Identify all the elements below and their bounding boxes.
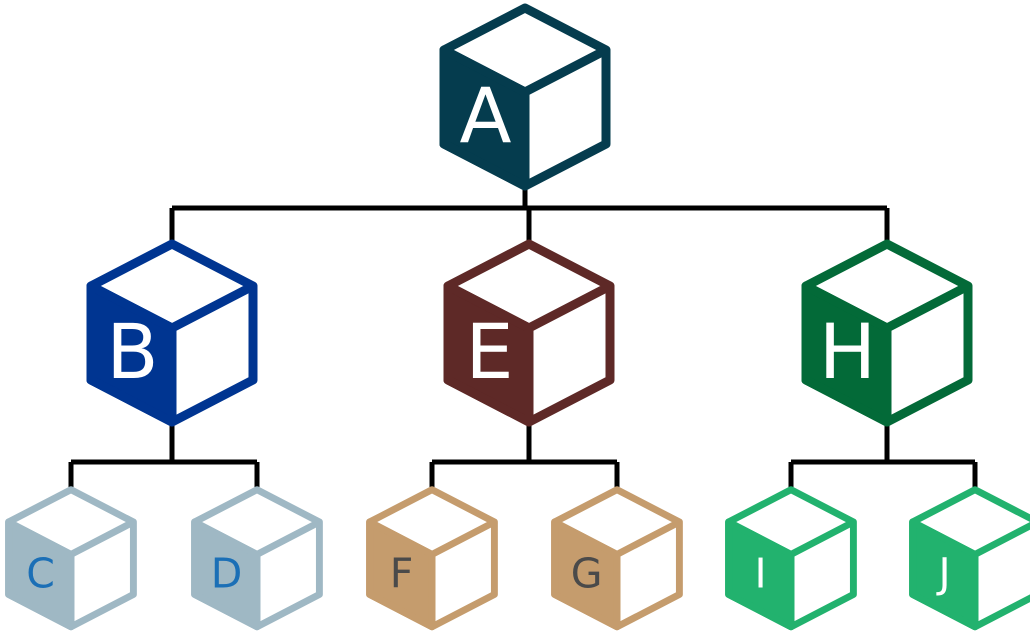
cube-node-e: E — [443, 239, 615, 427]
cube-label-a: A — [460, 71, 512, 160]
cube-outline — [191, 486, 323, 631]
cube-label-i: I — [755, 550, 767, 598]
cubes: A B E H C D F G I J — [5, 3, 1030, 631]
cube-outline — [443, 239, 615, 427]
cube-outline — [5, 486, 137, 631]
connector-h — [788, 418, 978, 494]
cube-node-f: F — [366, 486, 498, 631]
connector-e — [429, 418, 620, 494]
cube-label-g: G — [571, 550, 603, 598]
cube-label-d: D — [211, 550, 243, 598]
cube-label-b: B — [106, 307, 158, 396]
cube-label-j: J — [936, 550, 951, 598]
cube-outline — [801, 239, 973, 427]
cube-label-f: F — [390, 550, 414, 598]
cube-node-a: A — [439, 3, 611, 191]
cube-node-h: H — [801, 239, 973, 427]
cube-label-c: C — [26, 550, 55, 598]
connector-b — [68, 418, 260, 494]
cube-outline — [725, 486, 857, 631]
cube-node-c: C — [5, 486, 137, 631]
cube-node-b: B — [86, 239, 258, 427]
cube-outline — [439, 3, 611, 191]
cube-label-e: E — [465, 307, 513, 396]
cube-label-h: H — [819, 307, 876, 396]
cube-outline — [909, 486, 1030, 631]
cube-node-i: I — [725, 486, 857, 631]
cube-outline — [86, 239, 258, 427]
cube-node-j: J — [909, 486, 1030, 631]
cube-node-d: D — [191, 486, 323, 631]
cube-outline — [366, 486, 498, 631]
cube-outline — [551, 486, 683, 631]
cube-node-g: G — [551, 486, 683, 631]
